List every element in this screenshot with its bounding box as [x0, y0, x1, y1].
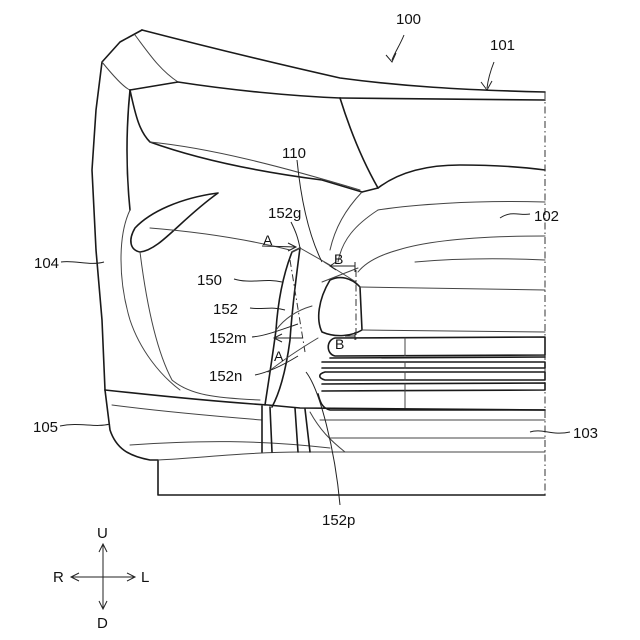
- section-b-top: B: [334, 251, 343, 267]
- label-105: 105: [33, 419, 58, 436]
- label-150: 150: [197, 272, 222, 289]
- section-a-bottom: A: [274, 348, 284, 364]
- label-152m: 152m: [209, 330, 247, 347]
- label-103: 103: [573, 425, 598, 442]
- label-152n: 152n: [209, 368, 242, 385]
- label-100: 100: [396, 11, 421, 28]
- label-110: 110: [282, 145, 306, 162]
- label-152g: 152g: [268, 205, 301, 222]
- label-101: 101: [490, 37, 515, 54]
- leader-lines: [60, 35, 570, 505]
- side-intake: [121, 193, 290, 400]
- section-b-bottom: B: [335, 336, 344, 352]
- grille-slats: [318, 337, 545, 410]
- compass-right-label: R: [53, 569, 64, 586]
- label-102: 102: [534, 208, 559, 225]
- direction-compass: U D R L: [53, 525, 149, 632]
- headlamp-unit: [319, 262, 545, 340]
- section-a-top: A: [263, 232, 273, 248]
- lower-bumper: [105, 390, 545, 495]
- compass-down-label: D: [97, 615, 108, 632]
- compass-up-label: U: [97, 525, 108, 542]
- label-152: 152: [213, 301, 238, 318]
- compass-left-label: L: [141, 569, 149, 586]
- label-104: 104: [34, 255, 59, 272]
- label-152p: 152p: [322, 512, 355, 529]
- reference-labels: 100 101 102 103 104 105 110 152g 150 152…: [33, 11, 598, 529]
- grille-frame: [330, 192, 545, 272]
